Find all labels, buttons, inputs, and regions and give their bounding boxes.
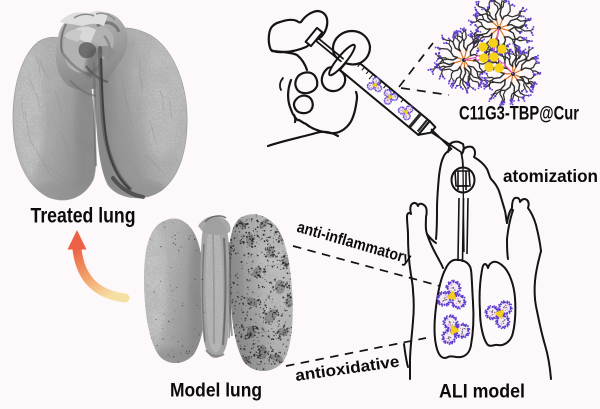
svg-text:C11G3-TBP@Cur: C11G3-TBP@Cur	[459, 103, 579, 125]
svg-text:Model lung: Model lung	[170, 381, 262, 402]
svg-text:Treated lung: Treated lung	[31, 205, 136, 228]
svg-text:atomization: atomization	[503, 166, 598, 186]
svg-text:ALI model: ALI model	[439, 381, 525, 403]
